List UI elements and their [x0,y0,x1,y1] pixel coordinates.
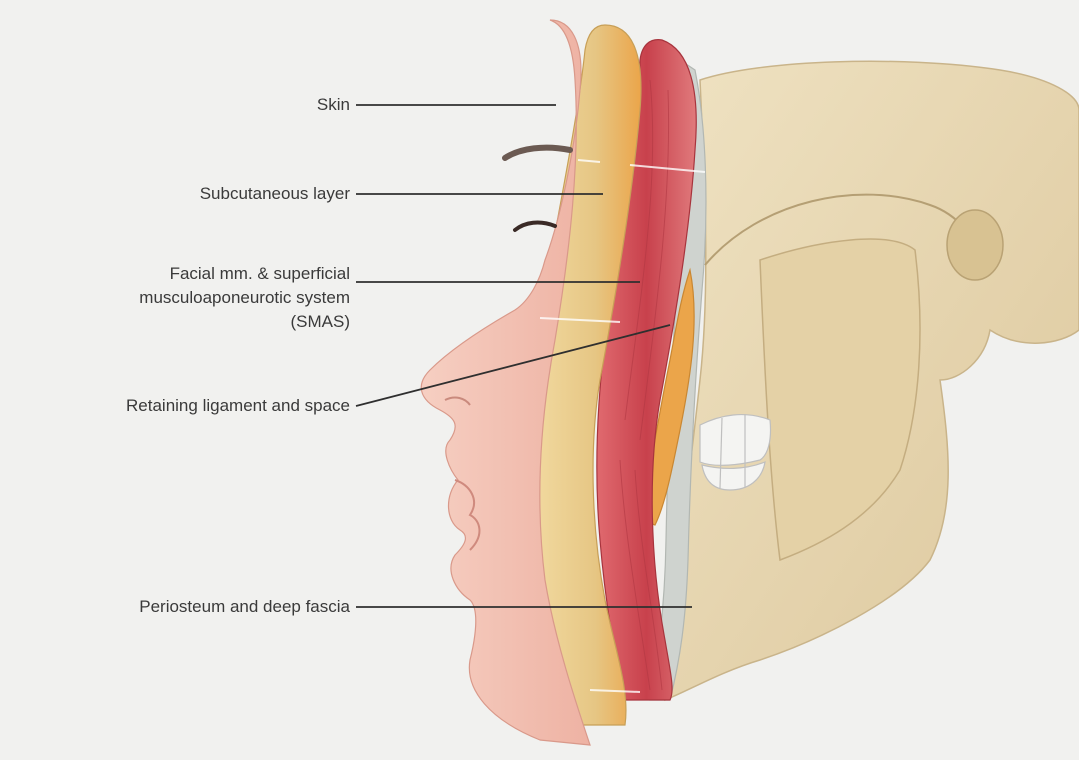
eye [515,223,555,230]
ear-canal [947,210,1003,280]
label-skin: Skin [317,93,350,117]
label-retaining-ligament: Retaining ligament and space [126,394,350,418]
label-facial-line3: (SMAS) [139,310,350,334]
label-periosteum-deep-fascia: Periosteum and deep fascia [139,595,350,619]
label-subcutaneous-layer: Subcutaneous layer [200,182,350,206]
eyebrow [505,148,570,158]
label-facial-line2: musculoaponeurotic system [139,286,350,310]
label-facial-smas: Facial mm. & superficial musculoaponeuro… [139,262,350,334]
label-facial-line1: Facial mm. & superficial [139,262,350,286]
